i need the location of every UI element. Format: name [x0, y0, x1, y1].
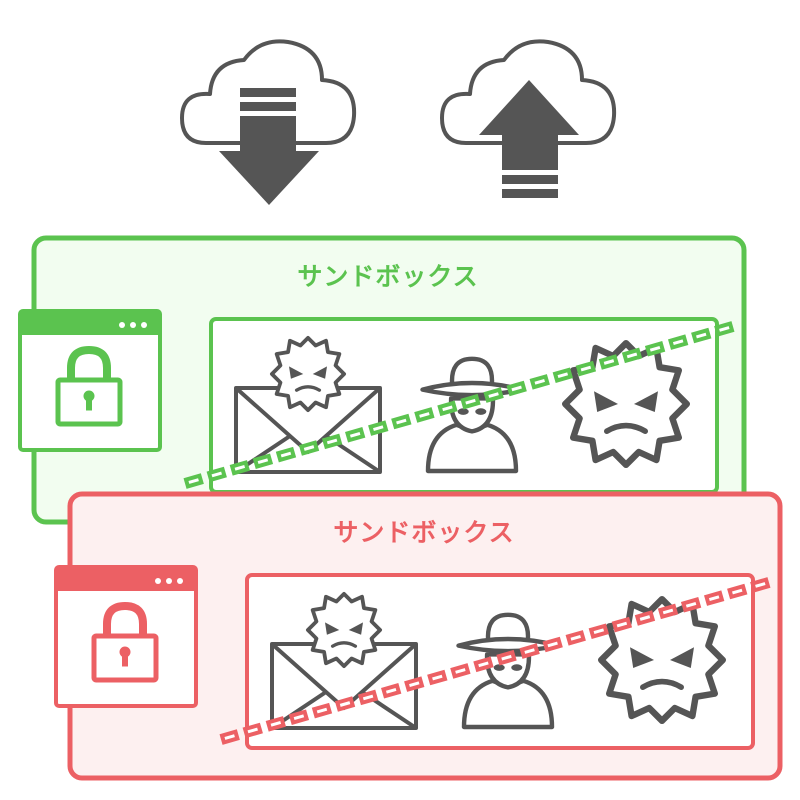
red-sandbox: サンドボックス [54, 491, 783, 781]
green-sandbox: サンドボックス [18, 235, 747, 525]
red-sandbox-title: サンドボックス [333, 518, 514, 547]
green-browser-window [18, 309, 162, 452]
cloud-upload-icon [440, 39, 617, 198]
red-browser-window [54, 565, 198, 708]
cloud-download-icon [180, 39, 357, 205]
green-sandbox-title: サンドボックス [297, 262, 478, 291]
